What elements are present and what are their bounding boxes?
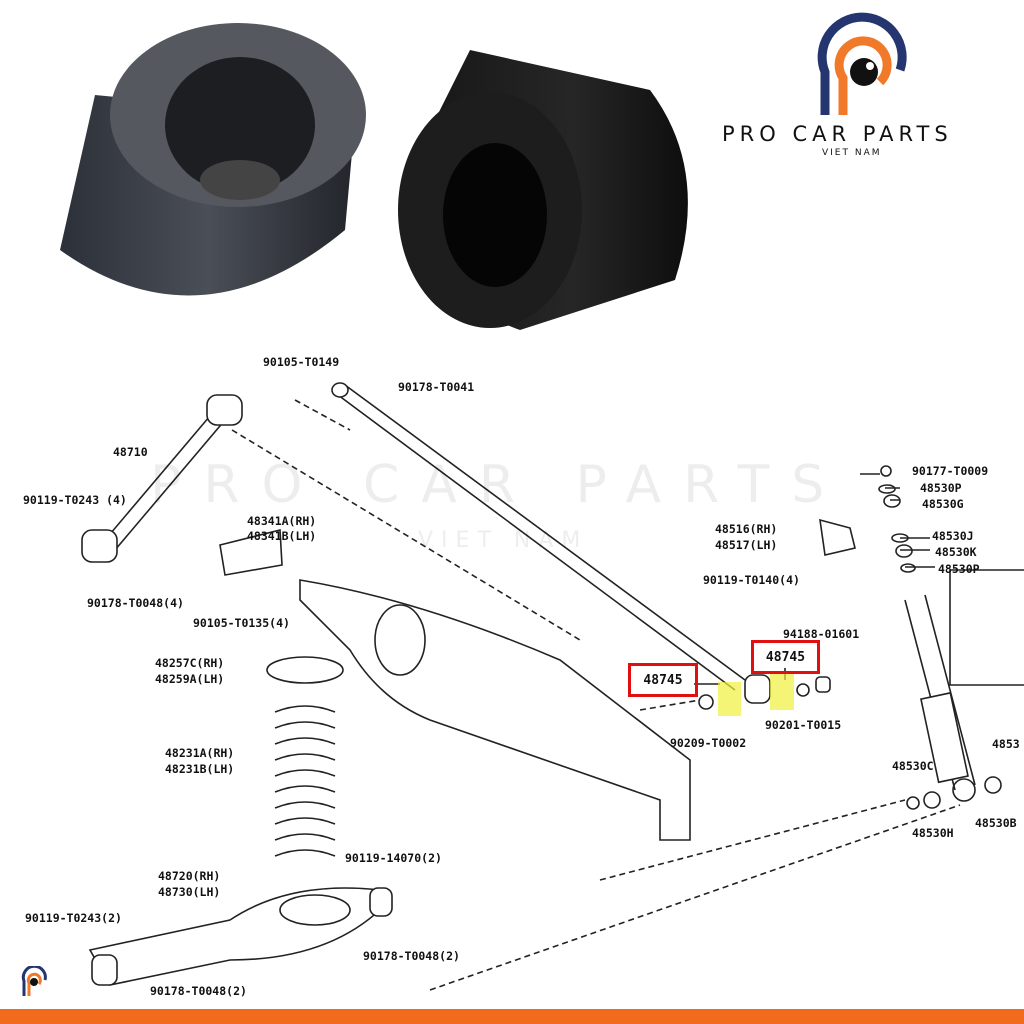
part-label: 48516(RH) xyxy=(715,522,778,536)
watermark-subtitle: VIET NAM xyxy=(418,528,589,553)
small-brand-logo-icon xyxy=(21,966,47,996)
part-label: 48530B xyxy=(975,816,1017,830)
part-label: 90178-T0041 xyxy=(398,380,475,394)
part-label: 90119-T0243(2) xyxy=(25,911,122,925)
part-label: 48530P xyxy=(938,562,980,576)
watermark-text: PRO CAR PARTS xyxy=(150,455,847,515)
part-label: 90201-T0015 xyxy=(765,718,842,732)
part-label: 48730(LH) xyxy=(158,885,221,899)
part-box-48745-right: 48745 xyxy=(751,640,820,674)
part-label: 48530C xyxy=(892,759,934,773)
brand-logo xyxy=(817,12,907,115)
part-label: 90178-T0048(2) xyxy=(150,984,247,998)
part-label: 90177-T0009 xyxy=(912,464,989,478)
part-label: 48341A(RH) xyxy=(247,514,317,528)
part-label: 48259A(LH) xyxy=(155,672,225,686)
part-label: 48231A(RH) xyxy=(165,746,235,760)
part-label: 90119-T0243 (4) xyxy=(23,493,127,507)
highlight-bushing-left xyxy=(718,682,741,716)
part-label: 94188-01601 xyxy=(783,627,860,641)
brand-name: PRO CAR PARTS xyxy=(722,122,953,146)
part-label: 48341B(LH) xyxy=(247,529,317,543)
part-label: 48530P xyxy=(920,481,962,495)
brand-subtitle: VIET NAM xyxy=(822,148,882,158)
part-label: 90105-T0135(4) xyxy=(193,616,290,630)
part-label: 48231B(LH) xyxy=(165,762,235,776)
part-label: 48530K xyxy=(935,545,977,559)
bushing-photo-right xyxy=(398,50,688,330)
part-label: 48530H xyxy=(912,826,954,840)
part-label: 48720(RH) xyxy=(158,869,221,883)
bushing-photo-left xyxy=(60,23,366,296)
part-label: 90105-T0149 xyxy=(263,355,340,369)
highlight-bushing-right xyxy=(770,674,794,710)
part-label: 48257C(RH) xyxy=(155,656,225,670)
part-label: 90178-T0048(4) xyxy=(87,596,184,610)
part-label: 90119-T0140(4) xyxy=(703,573,800,587)
part-label: 90209-T0002 xyxy=(670,736,747,750)
footer-bar xyxy=(0,1009,1024,1024)
part-label: 90178-T0048(2) xyxy=(363,949,460,963)
part-label: 90119-14070(2) xyxy=(345,851,442,865)
suspension-diagram xyxy=(81,382,1024,991)
part-label: 4853 xyxy=(992,737,1020,751)
part-label: 48530G xyxy=(922,497,964,511)
part-label: 48530J xyxy=(932,529,974,543)
part-label: 48710 xyxy=(113,445,148,459)
part-box-48745-left: 48745 xyxy=(628,663,698,697)
part-label: 48517(LH) xyxy=(715,538,778,552)
